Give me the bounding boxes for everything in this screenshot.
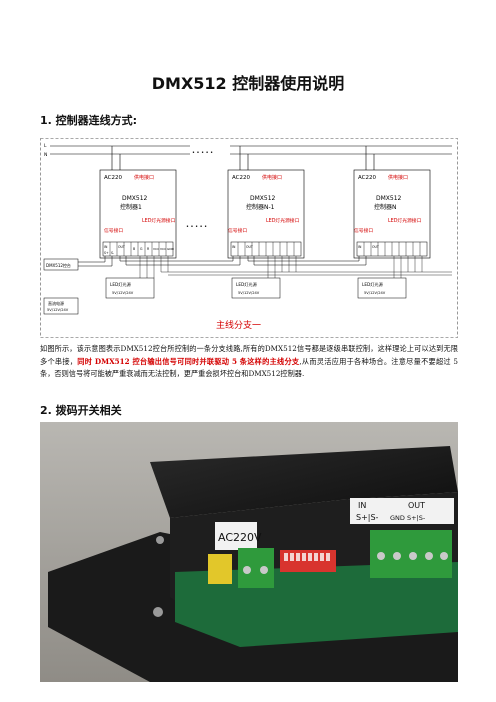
- svg-text:5V/12V/24V: 5V/12V/24V: [364, 291, 386, 295]
- svg-text:供电接口: 供电接口: [388, 174, 408, 181]
- controller-name-2: 控制器1: [120, 203, 142, 211]
- photo-label-out: OUT: [408, 501, 425, 510]
- highlight-text: 同时 DMX512 控台输出信号可同时并联驱动 5 条这样的主线分支: [77, 356, 300, 366]
- svg-text:G: G: [140, 247, 143, 251]
- svg-text:GND: GND: [167, 247, 175, 251]
- page-title: DMX512 控制器使用说明: [151, 74, 345, 93]
- svg-text:B: B: [133, 247, 135, 251]
- dots-middle: • • • • •: [186, 224, 207, 230]
- svg-text:信号接口: 信号接口: [354, 227, 373, 234]
- controller-name-1: DMX512: [122, 195, 148, 202]
- svg-text:5V/12V/24V: 5V/12V/24V: [112, 291, 134, 295]
- svg-text:LED灯光源: LED灯光源: [362, 281, 384, 288]
- svg-text:5V/12V/24V: 5V/12V/24V: [238, 291, 260, 295]
- svg-text:IN: IN: [358, 245, 362, 249]
- line-l-label: L: [44, 143, 47, 149]
- description-paragraph: 如图所示，该示意图表示DMX512控台所控制的一条分支线路,所有的DMX512信…: [40, 344, 458, 378]
- signal-port-label: 信号接口: [104, 227, 123, 234]
- svg-text:LED灯光源接口: LED灯光源接口: [388, 217, 422, 224]
- photo-label-in: IN: [358, 501, 366, 510]
- controller-photo: AC220V IN OUT S+|S- GND S+|S-: [40, 422, 458, 682]
- section-heading-wiring: 1. 控制器连线方式:: [40, 114, 138, 127]
- controller-n-1: AC220 供电接口 DMX512 控制器N-1 LED灯光源接口 信号接口 I…: [227, 169, 305, 259]
- photo-label-ac: AC220V: [218, 531, 262, 544]
- svg-text:LED灯光源接口: LED灯光源接口: [266, 217, 300, 224]
- svg-text:供电接口: 供电接口: [262, 174, 282, 181]
- svg-text:OUT: OUT: [372, 245, 379, 249]
- dmx-console-label: DMX512控台: [46, 262, 71, 268]
- led-source-n: LED灯光源 5V/12V/24V: [357, 277, 407, 299]
- svg-text:VCC: VCC: [160, 247, 166, 251]
- svg-text:信号接口: 信号接口: [228, 227, 247, 234]
- svg-text:VCC: VCC: [153, 247, 159, 251]
- branch-label: 主线分支一: [216, 319, 261, 331]
- controller-1: AC220 供电接口 DMX512 控制器1 LED灯光源接口 信号接口 IN …: [99, 169, 177, 259]
- svg-text:R: R: [147, 247, 150, 251]
- svg-text:DMX512: DMX512: [376, 195, 402, 202]
- svg-text:LED灯光源: LED灯光源: [110, 281, 132, 288]
- svg-text:控制器N: 控制器N: [374, 203, 397, 211]
- dc-source-label: 直流电源: [48, 300, 64, 306]
- svg-text:DMX512: DMX512: [250, 195, 276, 202]
- led-source-n-1: LED灯光源 5V/12V/24V: [231, 277, 281, 299]
- svg-text:AC220: AC220: [358, 175, 377, 181]
- svg-text:OUT: OUT: [246, 245, 253, 249]
- photo-label-in-pins: S+|S-: [356, 513, 379, 522]
- led-source-1: LED灯光源 5V/12V/24V: [105, 277, 155, 299]
- svg-text:IN: IN: [104, 245, 108, 249]
- ac-label: AC220: [104, 175, 123, 181]
- svg-text:LED灯光源: LED灯光源: [236, 281, 258, 288]
- dots-top: • • • • •: [192, 150, 213, 156]
- svg-text:S+: S+: [104, 251, 109, 255]
- svg-text:控制器N-1: 控制器N-1: [246, 203, 275, 211]
- photo-label-out-pins: GND S+|S-: [390, 514, 426, 522]
- svg-text:AC220: AC220: [232, 175, 251, 181]
- line-n-label: N: [44, 152, 47, 158]
- svg-text:OUT: OUT: [118, 245, 125, 249]
- controller-n: AC220 供电接口 DMX512 控制器N LED灯光源接口 信号接口 IN …: [353, 169, 431, 259]
- svg-text:IN: IN: [232, 245, 236, 249]
- svg-text:S-: S-: [111, 251, 114, 255]
- led-port-label: LED灯光源接口: [142, 217, 176, 224]
- dc-source-model: 5V/12V/24V: [47, 308, 69, 312]
- section-heading-dip: 2. 拨码开关相关: [40, 404, 122, 417]
- wiring-diagram: L N • • • • • AC220 供电接口 DMX512 控制器1 LED…: [40, 138, 458, 338]
- power-port-label: 供电接口: [134, 174, 154, 181]
